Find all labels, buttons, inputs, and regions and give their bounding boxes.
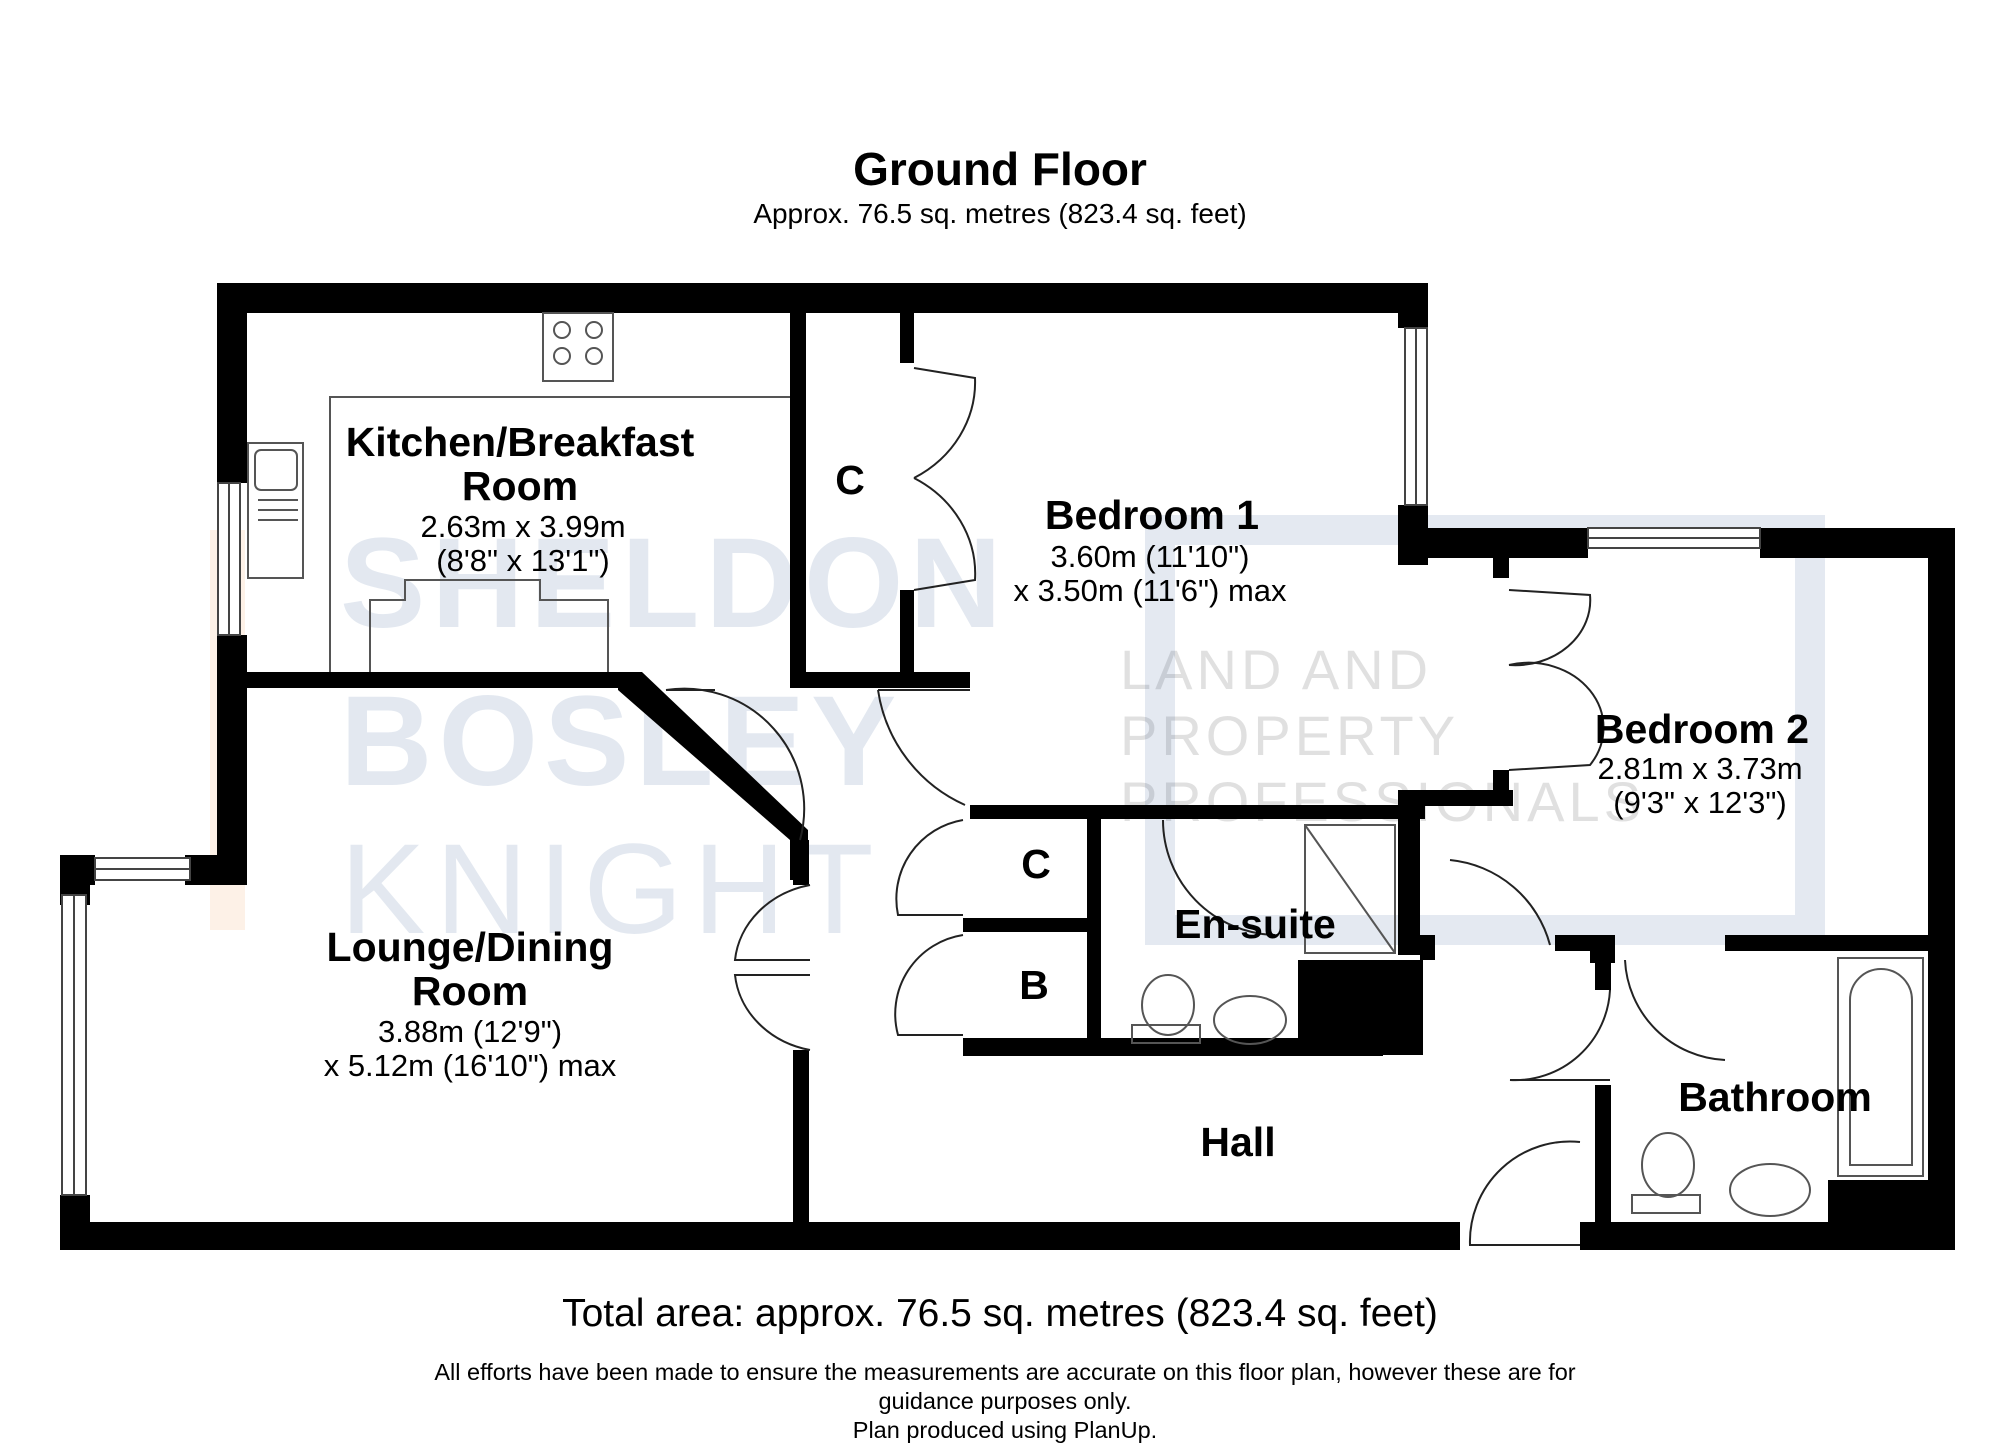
- kitchen-dim-line1: 2.63m x 3.99m: [420, 509, 626, 544]
- disclaimer-line2: guidance purposes only.: [878, 1388, 1132, 1414]
- kitchen-dim-line2: (8'8" x 13'1"): [436, 543, 610, 578]
- walls: [60, 283, 1955, 1250]
- hob: [542, 312, 614, 382]
- cupboard-door-top: [913, 367, 977, 479]
- lounge-double-door-bottom: [733, 974, 811, 1051]
- kitchen-name-line1: Kitchen/Breakfast: [345, 419, 695, 465]
- shower-tray: [1304, 824, 1396, 954]
- lounge-name-line2: Room: [411, 968, 529, 1014]
- kitchen-label: Kitchen/Breakfast Room: [346, 420, 695, 508]
- hall-label: Hall: [1200, 1119, 1276, 1165]
- watermark-tag2: PROPERTY: [1120, 704, 1460, 767]
- watermark-tag1: LAND AND: [1120, 638, 1433, 701]
- floor-area: Approx. 76.5 sq. metres (823.4 sq. feet): [753, 198, 1247, 229]
- lounge-name-line1: Lounge/Dining: [326, 924, 614, 970]
- bathroom-toilet: [1641, 1132, 1695, 1198]
- bedroom2-door-bottom: [1508, 661, 1605, 771]
- bedroom2-dim-line2: (9'3" x 12'3"): [1613, 785, 1787, 820]
- bedroom2-label: Bedroom 2: [1594, 706, 1810, 752]
- breakfast-bar: [369, 579, 609, 672]
- cupboard2-label: C: [1021, 841, 1051, 887]
- ensuite-label: En-suite: [1174, 901, 1336, 947]
- lounge-dim-line1: 3.88m (12'9"): [377, 1014, 563, 1049]
- windows: [61, 327, 1761, 1196]
- bathroom-door: [1509, 989, 1611, 1082]
- bedroom2-dim-line1: 2.81m x 3.73m: [1597, 751, 1803, 786]
- watermark-line1: SHELDON: [340, 512, 1008, 655]
- front-door: [1468, 1140, 1581, 1246]
- bedroom1-label: Bedroom 1: [1044, 492, 1260, 538]
- kitchen-dimensions: 2.63m x 3.99m (8'8" x 13'1"): [420, 510, 625, 578]
- lounge-dimensions: 3.88m (12'9") x 5.12m (16'10") max: [324, 1015, 617, 1083]
- doors: [665, 367, 1726, 1246]
- bedroom1-door: [877, 689, 966, 806]
- bath: [1837, 957, 1924, 1177]
- bathroom-basin: [1729, 1163, 1811, 1217]
- bedroom2-door-top: [1508, 589, 1592, 667]
- disclaimer: All efforts have been made to ensure the…: [434, 1358, 1575, 1445]
- cupboard-c-door: [895, 819, 964, 916]
- watermark-line3: KNIGHT: [340, 818, 884, 961]
- bedroom2-hall-door: [1449, 859, 1551, 946]
- kitchen-fixtures: [247, 312, 790, 672]
- floor-title: Ground Floor: [853, 143, 1147, 195]
- bathroom-label: Bathroom: [1678, 1074, 1872, 1120]
- boiler-label: B: [1019, 962, 1049, 1008]
- bedroom1-dim-line1: 3.60m (11'10"): [1050, 539, 1250, 574]
- bedroom1-dim-line2: x 3.50m (11'6") max: [1013, 573, 1287, 608]
- cupboard-door-bottom: [913, 477, 977, 591]
- sanitary-fixtures: [1131, 824, 1924, 1217]
- cupboard1-label: C: [835, 457, 865, 503]
- ensuite-basin: [1213, 995, 1287, 1045]
- ensuite-door: [1162, 819, 1276, 936]
- disclaimer-line3: Plan produced using PlanUp.: [852, 1417, 1158, 1443]
- boiler-door: [894, 934, 964, 1036]
- watermark-line2: BOSLEY: [340, 670, 903, 813]
- bedroom2-dimensions: 2.81m x 3.73m (9'3" x 12'3"): [1597, 752, 1802, 820]
- lounge-dim-line2: x 5.12m (16'10") max: [323, 1048, 617, 1083]
- disclaimer-line1: All efforts have been made to ensure the…: [434, 1359, 1576, 1385]
- sink: [247, 442, 304, 579]
- bedroom1-dimensions: 3.60m (11'10") x 3.50m (11'6") max: [1013, 540, 1286, 608]
- ensuite-toilet: [1141, 974, 1195, 1036]
- lounge-double-door-top: [733, 884, 811, 961]
- watermark-frame: [210, 515, 1825, 945]
- lounge-label: Lounge/Dining Room: [327, 925, 614, 1013]
- kitchen-counter: [329, 396, 790, 672]
- kitchen-name-line2: Room: [461, 463, 579, 509]
- watermark-tag3: PROFESSIONALS: [1120, 770, 1646, 833]
- total-area: Total area: approx. 76.5 sq. metres (823…: [562, 1292, 1438, 1335]
